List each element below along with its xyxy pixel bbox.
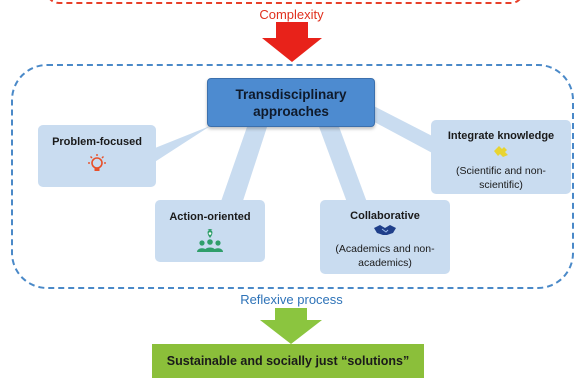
node-integrate-subtitle: (Scientific and non-scientific) (456, 165, 546, 191)
node-action-title: Action-oriented (169, 211, 251, 223)
node-action-oriented: Action-oriented (155, 200, 265, 262)
center-node: Transdisciplinary approaches (207, 78, 375, 127)
transdisciplinary-frame (11, 64, 574, 289)
center-node-label: Transdisciplinary approaches (235, 86, 347, 119)
outcome-box: Sustainable and socially just “solutions… (152, 344, 424, 378)
node-integrate-title: Integrate knowledge (447, 130, 555, 142)
reflexive-process-label: Reflexive process (240, 292, 343, 307)
node-problem-focused: Problem-focused (38, 125, 156, 187)
handshake-icon (374, 225, 396, 235)
people-location-icon (197, 223, 223, 252)
complexity-label: Complexity (259, 7, 324, 22)
red-arrow-down-icon (262, 22, 322, 62)
outcome-label: Sustainable and socially just “solutions… (166, 354, 410, 368)
top-dashed-frame (46, 0, 524, 4)
connector-collab (318, 124, 368, 205)
node-integrate-knowledge: Integrate knowledge (Scientific and non-… (431, 120, 571, 194)
node-collab-subtitle: (Academics and non-academics) (335, 243, 435, 269)
node-collaborative: Collaborative (Academics and non-academi… (320, 200, 450, 274)
connector-action (218, 124, 268, 210)
green-arrow-down-icon (260, 308, 322, 344)
node-problem-title: Problem-focused (52, 136, 142, 148)
node-collab-title: Collaborative (350, 210, 420, 222)
lightbulb-icon (88, 154, 106, 171)
puzzle-icon (494, 146, 508, 157)
